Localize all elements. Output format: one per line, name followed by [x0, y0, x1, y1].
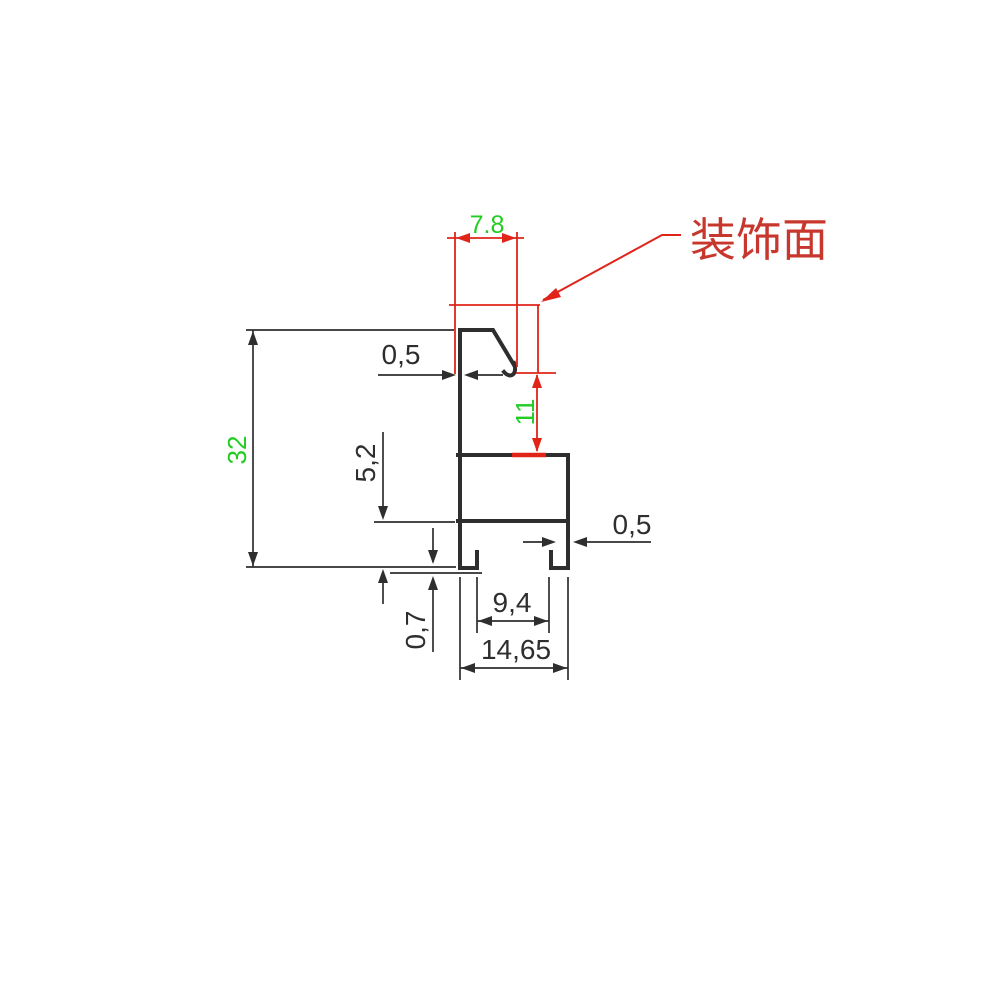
callout-arrowhead-icon: [541, 288, 561, 302]
arrowhead-icon: [378, 569, 388, 583]
dim-label-top-wall-thickness: 0,5: [382, 339, 421, 370]
dim-label-lower-section-height: 5,2: [350, 444, 381, 483]
dim-overall-width: 14,65: [459, 577, 569, 680]
profile-right-wall-and-foot: [549, 453, 570, 570]
dim-overall-height: 32: [222, 329, 456, 568]
dim-foot-thickness: 0,7: [390, 528, 482, 652]
profile-left-wall-and-top-hook: [458, 328, 517, 525]
dim-top-wall-thickness: 0,5: [378, 339, 503, 380]
arrowhead-icon: [428, 576, 438, 590]
dim-decorative-face-height: 11: [510, 372, 556, 452]
arrowhead-icon: [502, 233, 516, 243]
arrowhead-icon: [464, 370, 478, 380]
dim-label-foot-thickness: 0,7: [400, 611, 431, 650]
arrowhead-icon: [478, 616, 492, 626]
dim-label-face-height: 11: [510, 399, 540, 426]
arrowhead-icon: [542, 537, 556, 547]
arrowhead-icon: [248, 331, 258, 345]
decorative-face-callout: 装饰面: [449, 215, 828, 458]
dim-label-overall-width: 14,65: [481, 634, 551, 665]
arrowhead-icon: [456, 233, 470, 243]
profile-top-hook-curl: [501, 360, 517, 378]
dim-label-top-flange-width: 7.8: [470, 211, 505, 239]
arrowhead-icon: [378, 506, 388, 520]
arrowhead-icon: [532, 374, 542, 388]
decorative-face-label: 装饰面: [690, 215, 828, 266]
arrowhead-icon: [442, 370, 456, 380]
profile-outline: [456, 328, 570, 570]
arrowhead-icon: [534, 616, 548, 626]
dim-top-flange-width: 7.8: [447, 211, 524, 374]
dim-label-slot-opening-width: 9,4: [493, 587, 532, 618]
arrowhead-icon: [553, 663, 567, 673]
arrowhead-icon: [573, 537, 587, 547]
callout-leader-line: [542, 234, 681, 301]
arrowhead-icon: [532, 438, 542, 452]
arrowhead-icon: [461, 663, 475, 673]
dim-lower-section-height: 5,2: [350, 432, 455, 604]
dim-slot-opening-width: 9,4: [476, 577, 550, 633]
dim-label-right-wall-thickness: 0,5: [613, 509, 652, 540]
dim-right-wall-thickness: 0,5: [523, 509, 651, 547]
dim-label-overall-height: 32: [222, 436, 252, 465]
arrowhead-icon: [428, 550, 438, 564]
profile-left-lower-wall-and-foot: [458, 517, 479, 570]
arrowhead-icon: [248, 552, 258, 566]
